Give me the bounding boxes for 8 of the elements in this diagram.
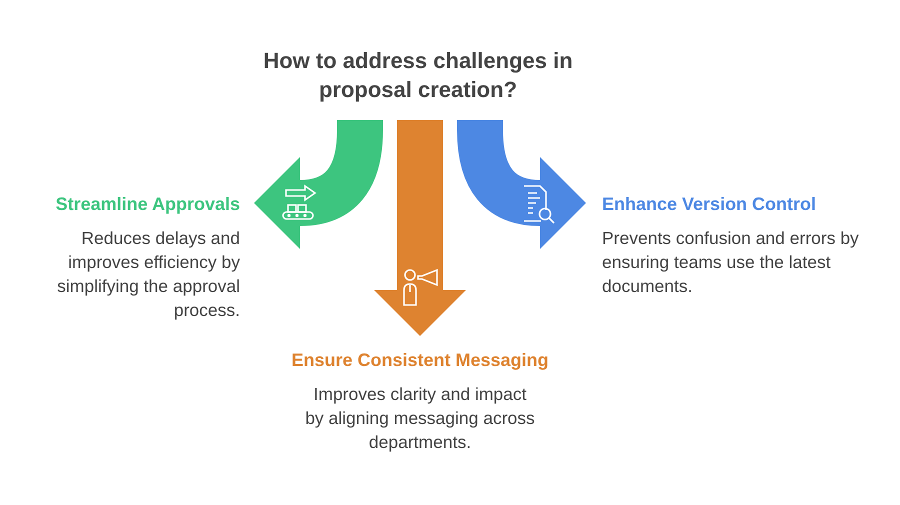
- heading: Enhance Version Control: [602, 193, 818, 216]
- description: Improves clarity and impact by aligning messaging across departments.: [304, 383, 536, 454]
- description: Prevents confusion and errors by ensuring teams use the latest documents.: [602, 227, 860, 298]
- title: How to address challenges in proposal creation?: [262, 47, 574, 104]
- heading: Streamline Approvals: [54, 193, 240, 216]
- heading: Ensure Consistent Messaging: [290, 349, 550, 372]
- description: Reduces delays and improves efficiency by simplifying the approval process.: [56, 227, 240, 322]
- curved-arrow: [374, 120, 466, 336]
